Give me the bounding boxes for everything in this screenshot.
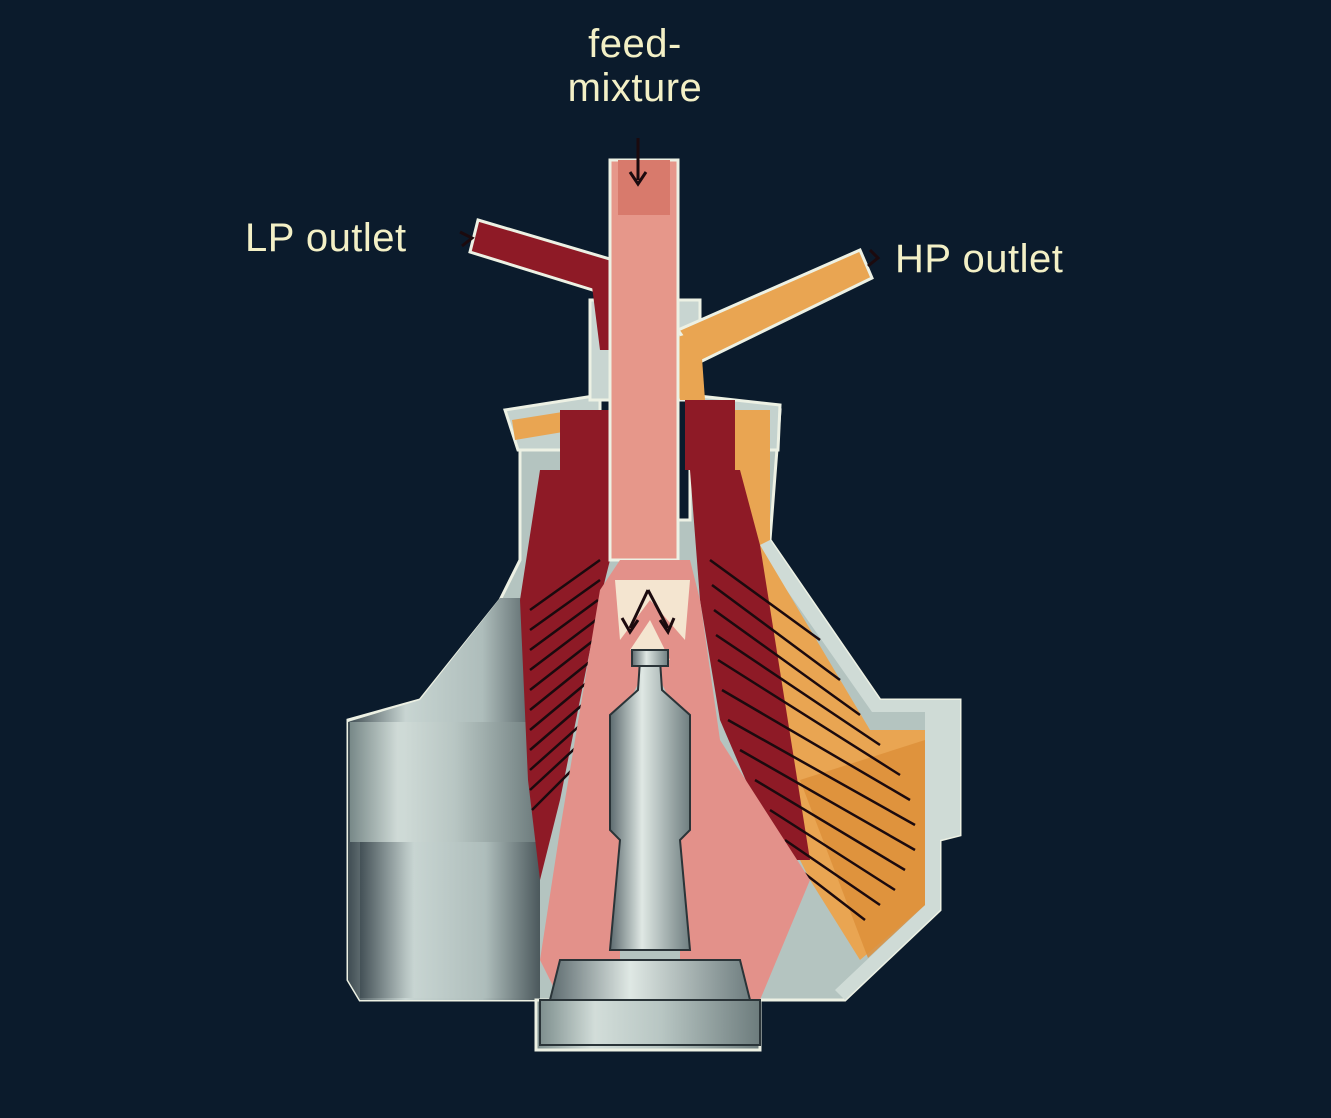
hp-outlet-label: HP outlet bbox=[895, 237, 1064, 281]
feed-mixture-label: feed- mixture bbox=[540, 22, 730, 110]
disc-stack-right bbox=[709, 558, 916, 921]
flow-arrows bbox=[459, 138, 881, 636]
feed-label-line1: feed- bbox=[588, 22, 682, 66]
feed-label-line2: mixture bbox=[567, 66, 703, 110]
spindle bbox=[539, 649, 761, 1046]
lp-outlet-label: LP outlet bbox=[245, 216, 407, 260]
